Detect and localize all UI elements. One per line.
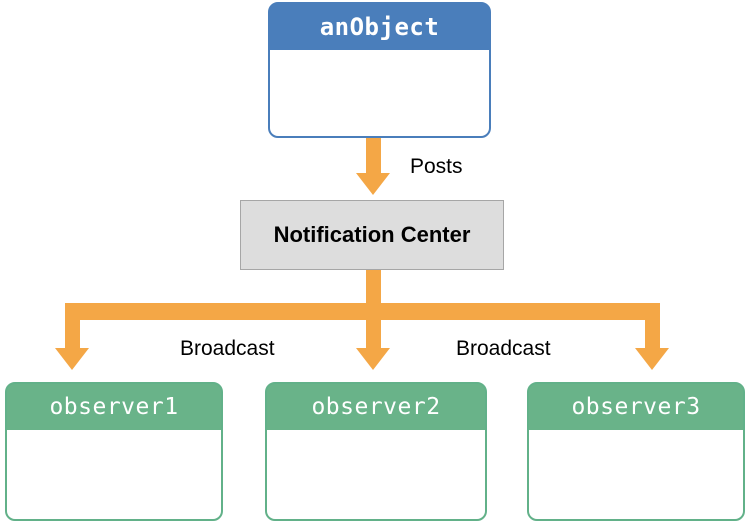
edge-label-broadcast-left: Broadcast — [180, 337, 275, 360]
broadcast-arrow-right-head — [635, 348, 669, 370]
broadcast-arrow-right-shaft — [645, 303, 660, 350]
node-anobject[interactable]: anObject — [268, 2, 491, 138]
node-anobject-body — [270, 50, 489, 136]
node-observer1[interactable]: observer1 — [5, 382, 223, 521]
node-observer2[interactable]: observer2 — [265, 382, 487, 521]
node-observer1-body — [7, 430, 221, 519]
posts-arrow-shaft — [366, 138, 381, 175]
node-observer3-body — [529, 430, 743, 519]
broadcast-arrow-left-head — [55, 348, 89, 370]
node-anobject-header: anObject — [270, 4, 489, 50]
node-notification-center[interactable]: Notification Center — [240, 200, 504, 270]
edge-label-broadcast-right: Broadcast — [456, 337, 551, 360]
broadcast-arrow-middle-head — [356, 348, 390, 370]
node-observer3[interactable]: observer3 — [527, 382, 745, 521]
broadcast-arrow-middle-shaft — [366, 303, 381, 350]
node-observer3-header: observer3 — [529, 384, 743, 430]
node-observer2-body — [267, 430, 485, 519]
posts-arrow-head — [356, 173, 390, 195]
node-notification-center-label: Notification Center — [273, 222, 471, 247]
broadcast-bus — [65, 303, 660, 320]
node-observer2-header: observer2 — [267, 384, 485, 430]
broadcast-arrow-left-shaft — [65, 303, 80, 350]
node-observer1-header: observer1 — [7, 384, 221, 430]
edge-label-posts: Posts — [410, 155, 463, 178]
